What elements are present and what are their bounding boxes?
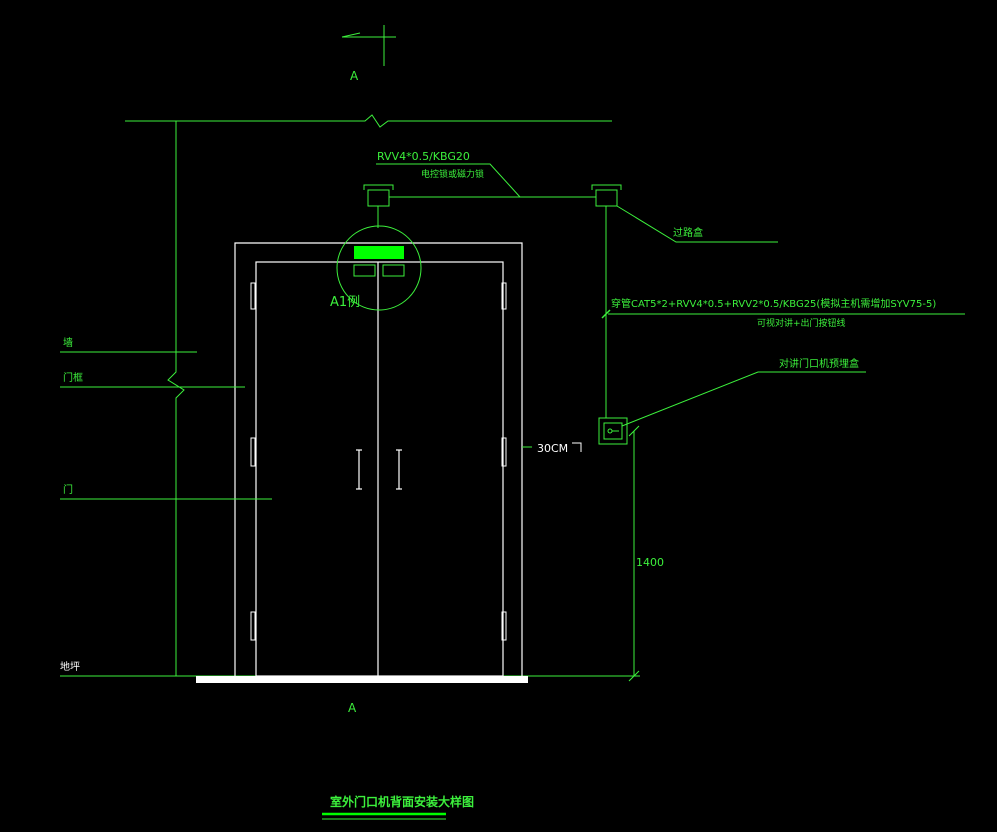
- intercom-box-outer: [598, 417, 628, 445]
- lock-plate-left: [353, 264, 376, 277]
- lock-note-label: 电控锁或磁力锁: [421, 168, 484, 180]
- electric-lock: [354, 246, 404, 259]
- door-frame-label: 门框: [63, 371, 83, 384]
- cable-top-label: RVV4*0.5/KBG20: [377, 150, 470, 163]
- intercom-box-leader: [621, 371, 866, 427]
- wall-line: [167, 121, 185, 676]
- conduits: [377, 196, 607, 418]
- detail-ref-label: A1例: [330, 295, 360, 310]
- offset-bracket: [572, 442, 582, 452]
- wall-label: 墙: [63, 336, 73, 349]
- intercom-box-inner: [603, 422, 623, 440]
- ceiling-line: [125, 114, 612, 128]
- height-dimension: [628, 425, 640, 682]
- offset-dimension-label: 30CM: [537, 442, 568, 455]
- section-label-top: A: [350, 69, 359, 83]
- detail-circle: [336, 225, 422, 311]
- junction-box-label: 过路盒: [673, 226, 703, 239]
- door-handles: [356, 449, 402, 490]
- floor-label: 地坪: [60, 660, 80, 673]
- cable-side-tick: [601, 309, 611, 319]
- cable-side-label: 穿管CAT5*2+RVV4*0.5+RVV2*0.5/KBG25(模拟主机需增加…: [611, 297, 936, 310]
- cable-top-leader: [376, 163, 521, 198]
- section-marker-top: [341, 25, 396, 66]
- cable-side-note: 可视对讲+出门按钮线: [757, 317, 846, 329]
- drawing-title: 室外门口机背面安装大样图: [330, 794, 474, 809]
- intercom-box-label: 对讲门口机预埋盒: [779, 357, 859, 370]
- door-label: 门: [63, 483, 73, 496]
- junction-box-leader: [616, 205, 778, 243]
- lock-plate-right: [382, 264, 405, 277]
- floor-threshold-bar: [196, 676, 528, 683]
- door-frame: [234, 242, 523, 677]
- door-hinges: [250, 282, 507, 641]
- section-label-bottom: A: [348, 701, 357, 715]
- height-dimension-label: 1400: [636, 556, 664, 569]
